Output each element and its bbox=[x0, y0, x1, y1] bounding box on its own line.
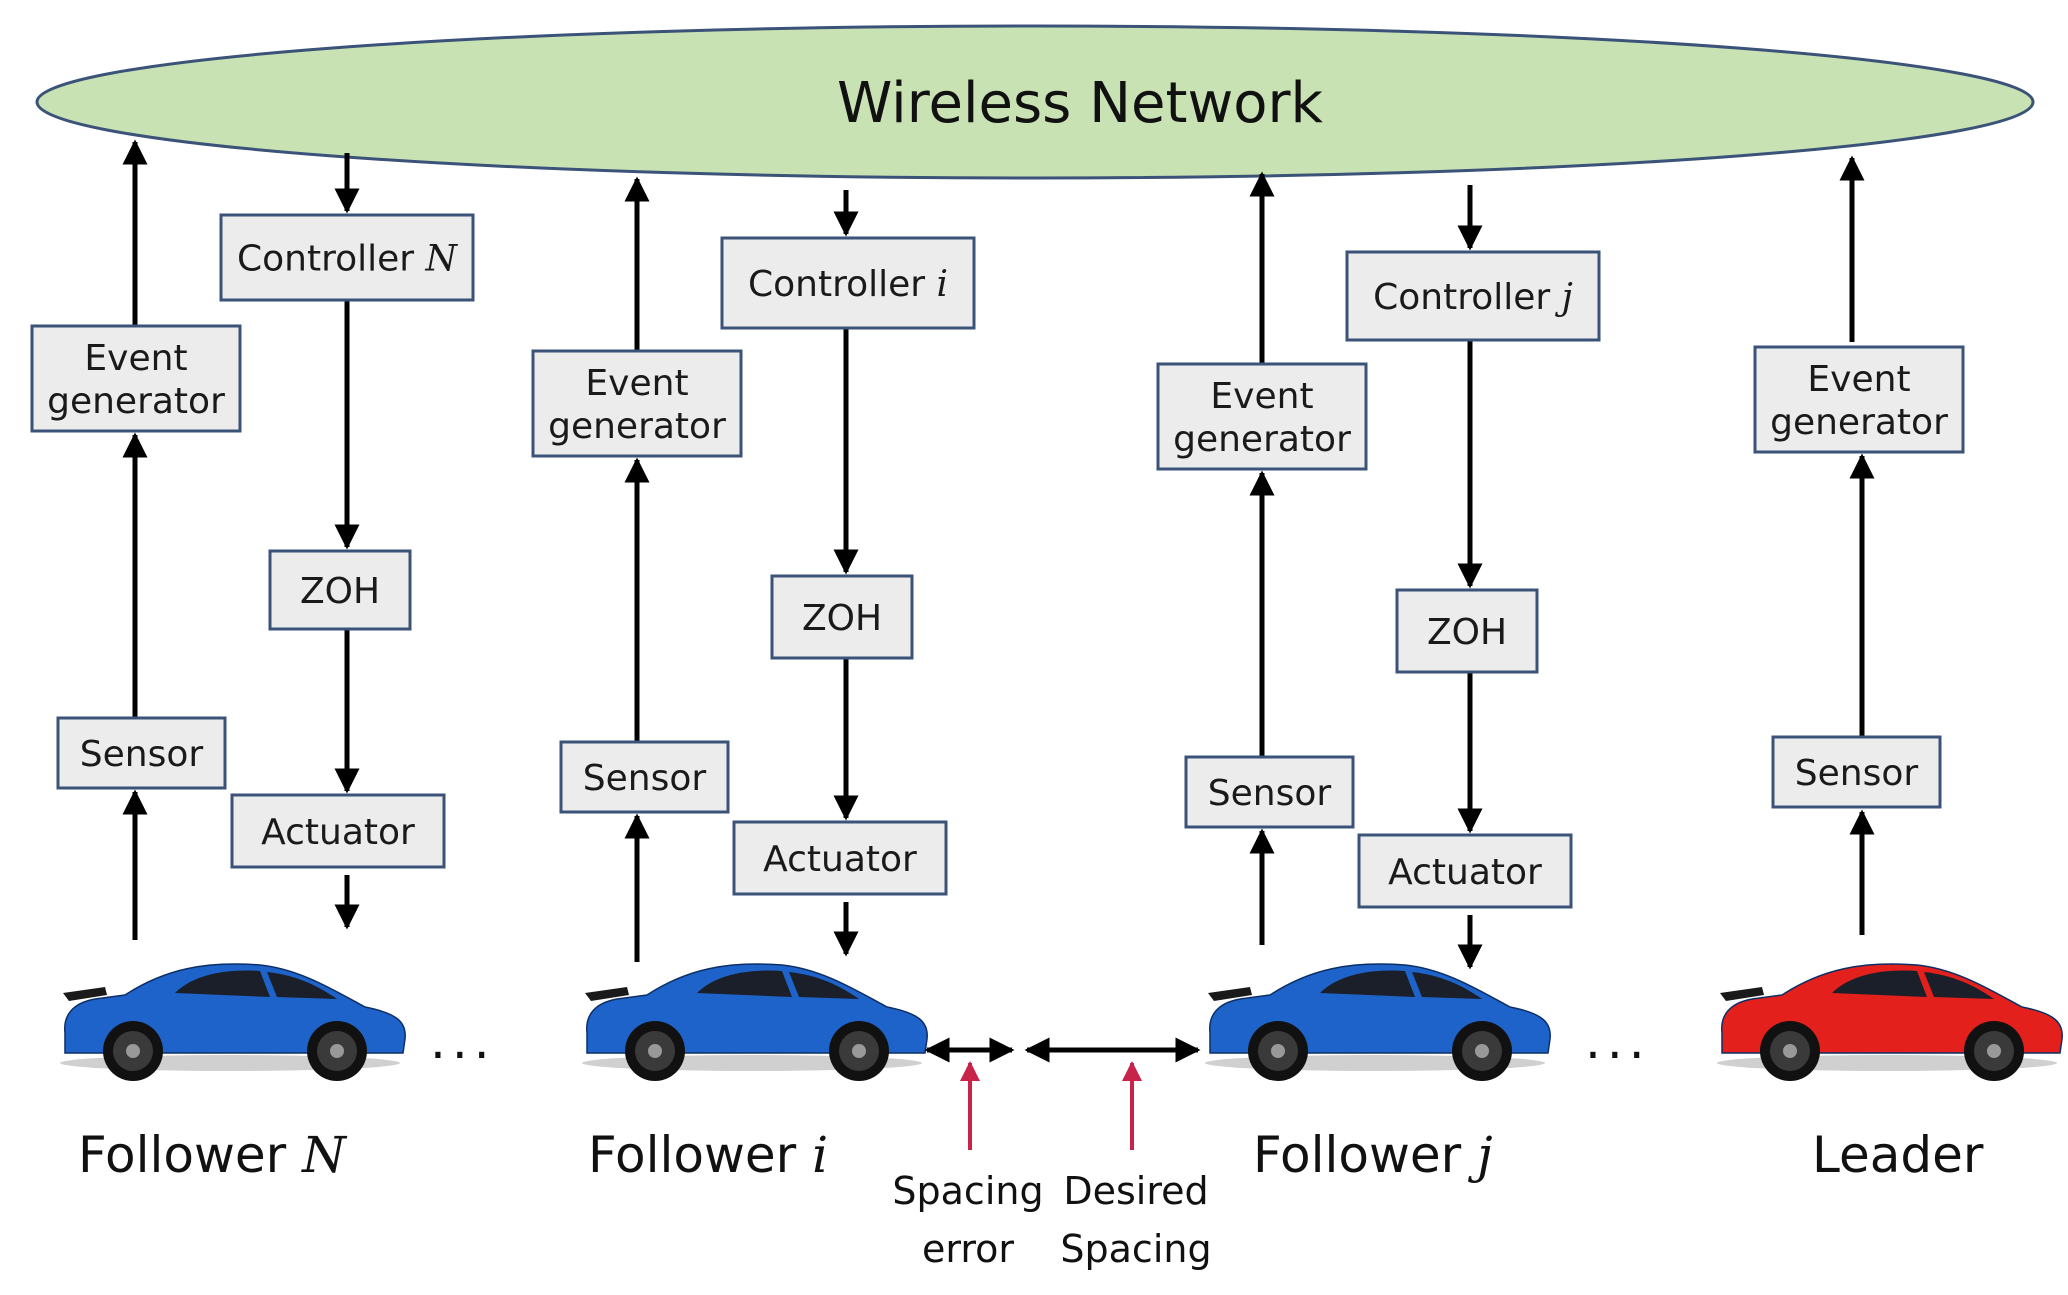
zoh-box-label: ZOH bbox=[300, 571, 380, 612]
zoh-box-frame bbox=[770, 574, 914, 660]
sensor-box: Sensor bbox=[1184, 755, 1355, 829]
spacing-arrows bbox=[924, 1037, 1201, 1150]
spacing-error-label-line2: error bbox=[922, 1227, 1014, 1271]
vehicles: Follower N Follower i Follower j Leader bbox=[60, 963, 2063, 1184]
controller-box-frame bbox=[720, 236, 976, 330]
leader-label: Leader bbox=[1812, 1126, 1984, 1184]
controller-box-frame bbox=[219, 213, 475, 302]
actuator-box-frame bbox=[1357, 833, 1573, 909]
follower-car-1 bbox=[60, 963, 406, 1081]
actuator-box: Actuator bbox=[1357, 833, 1573, 909]
leader-sensor-box: Sensor bbox=[1771, 735, 1942, 809]
leader-sensor-box-label: Sensor bbox=[1795, 753, 1919, 794]
desired-spacing-label-line1: Desired bbox=[1063, 1169, 1208, 1213]
ellipsis-right: ... bbox=[1585, 1012, 1651, 1070]
leader-event-generator-box-label: generator bbox=[1770, 402, 1948, 443]
controller-box: Controller j bbox=[1345, 250, 1601, 342]
actuator-box-frame bbox=[732, 820, 948, 896]
wireless-network-ellipse bbox=[35, 24, 2035, 180]
wireless-network: Wireless Network bbox=[35, 24, 2035, 180]
actuator-box-label: Actuator bbox=[763, 839, 917, 880]
follower-car-3 bbox=[1205, 963, 1551, 1081]
spacing-labels: Spacing error Desired Spacing bbox=[892, 1169, 1211, 1271]
event-generator-box-label: Event bbox=[1210, 376, 1313, 417]
sensor-box-frame bbox=[56, 716, 227, 790]
leader-sensor-box-frame bbox=[1771, 735, 1942, 809]
wireless-network-label: Wireless Network bbox=[837, 71, 1323, 136]
zoh-box-frame bbox=[1395, 588, 1539, 674]
event-generator-box-frame bbox=[531, 349, 743, 458]
actuator-box: Actuator bbox=[732, 820, 948, 896]
zoh-box: ZOH bbox=[268, 549, 412, 631]
controller-box-label: Controller i bbox=[748, 264, 948, 305]
ellipsis-left: ... bbox=[430, 1012, 496, 1070]
follower-label-2: Follower i bbox=[588, 1126, 828, 1184]
event-generator-box-label: generator bbox=[548, 406, 726, 447]
controller-box: Controller N bbox=[219, 213, 475, 302]
event-generator-box-frame bbox=[1156, 362, 1368, 471]
zoh-box-label: ZOH bbox=[1427, 612, 1507, 653]
controller-box-frame bbox=[1345, 250, 1601, 342]
zoh-box: ZOH bbox=[770, 574, 914, 660]
actuator-box: Actuator bbox=[230, 793, 446, 869]
control-columns: Controller NEventgeneratorZOHSensorActua… bbox=[30, 139, 1965, 970]
zoh-box: ZOH bbox=[1395, 588, 1539, 674]
actuator-box-label: Actuator bbox=[1388, 852, 1542, 893]
event-generator-box-label: generator bbox=[1173, 419, 1351, 460]
sensor-box-frame bbox=[559, 740, 730, 814]
sensor-box-label: Sensor bbox=[583, 758, 707, 799]
event-generator-box-frame bbox=[30, 324, 242, 433]
leader-event-generator-box-frame bbox=[1753, 345, 1965, 454]
leader-event-generator-box-label: Event bbox=[1807, 359, 1910, 400]
leader-car bbox=[1717, 963, 2063, 1081]
follower-label-3: Follower j bbox=[1253, 1126, 1493, 1184]
spacing-error-label-line1: Spacing bbox=[892, 1169, 1043, 1213]
sensor-box: Sensor bbox=[559, 740, 730, 814]
controller-box-label: Controller j bbox=[1373, 277, 1573, 318]
sensor-box-label: Sensor bbox=[1208, 773, 1332, 814]
controller-box: Controller i bbox=[720, 236, 976, 330]
desired-spacing-label-line2: Spacing bbox=[1060, 1227, 1211, 1271]
actuator-box-frame bbox=[230, 793, 446, 869]
follower-label-1: Follower N bbox=[78, 1126, 348, 1184]
follower-car-2 bbox=[582, 963, 928, 1081]
controller-box-label: Controller N bbox=[237, 238, 459, 279]
event-generator-box-label: Event bbox=[585, 363, 688, 404]
sensor-box-label: Sensor bbox=[80, 734, 204, 775]
event-generator-box-label: Event bbox=[84, 338, 187, 379]
zoh-box-label: ZOH bbox=[802, 598, 882, 639]
event-generator-box-label: generator bbox=[47, 381, 225, 422]
sensor-box: Sensor bbox=[56, 716, 227, 790]
actuator-box-label: Actuator bbox=[261, 812, 415, 853]
zoh-box-frame bbox=[268, 549, 412, 631]
sensor-box-frame bbox=[1184, 755, 1355, 829]
